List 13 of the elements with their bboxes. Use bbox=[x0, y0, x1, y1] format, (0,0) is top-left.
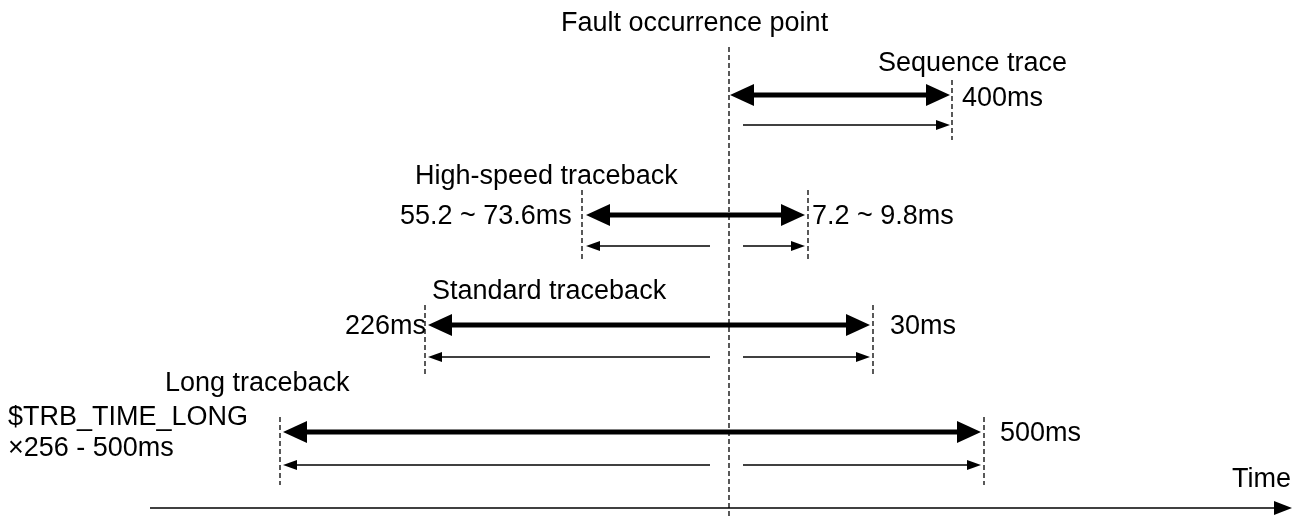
annotation-text: 7.2 ~ 9.8ms bbox=[812, 200, 954, 231]
annotation-text: High-speed traceback bbox=[415, 160, 678, 191]
annotation-text: 226ms bbox=[345, 310, 427, 341]
annotation-text: 400ms bbox=[962, 82, 1044, 113]
annotation-text: Long traceback bbox=[165, 367, 350, 398]
annotation-text: $TRB_TIME_LONG ×256 - 500ms bbox=[8, 401, 250, 463]
annotation-text: Time bbox=[1232, 463, 1291, 494]
annotation-text: Standard traceback bbox=[432, 275, 667, 306]
annotation-text: 500ms bbox=[1000, 417, 1082, 448]
annotation-text: 55.2 ~ 73.6ms bbox=[400, 200, 572, 231]
annotation-text: 30ms bbox=[890, 310, 957, 341]
annotation-text: Fault occurrence point bbox=[561, 7, 829, 38]
annotation-text: Sequence trace bbox=[878, 47, 1068, 78]
